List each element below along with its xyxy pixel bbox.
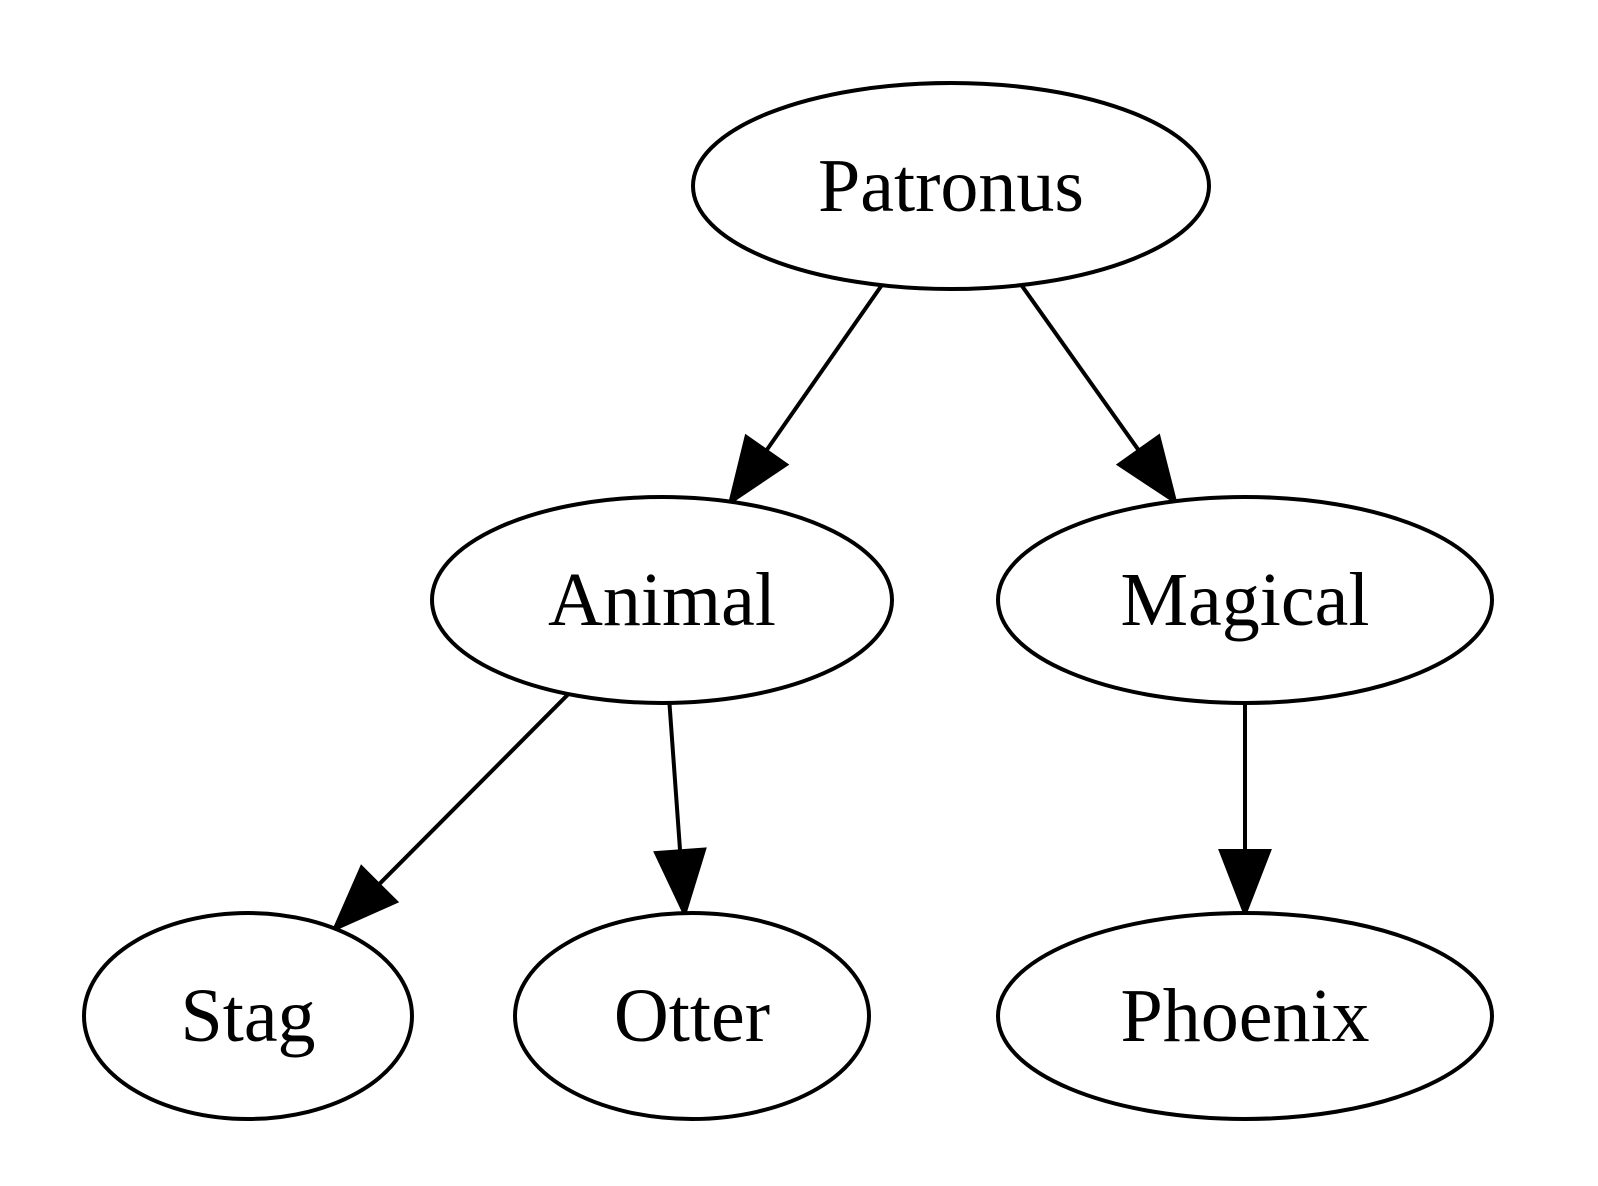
node-label-animal: Animal [548, 558, 776, 642]
node-label-patronus: Patronus [818, 144, 1084, 228]
node-ellipse-animal [430, 495, 894, 705]
node-label-stag: Stag [180, 974, 315, 1058]
edge-line-patronus-magical [1019, 283, 1141, 452]
node-ellipse-stag [82, 911, 414, 1121]
node-label-otter: Otter [614, 974, 770, 1058]
edge-line-animal-otter [667, 702, 683, 852]
node-label-magical: Magical [1120, 558, 1369, 642]
node-patronus: Patronus [691, 81, 1211, 291]
node-ellipse-magical [996, 495, 1494, 705]
edges-layer [331, 283, 1272, 933]
edge-animal-stag [331, 692, 570, 933]
node-phoenix: Phoenix [996, 911, 1494, 1121]
arrowhead-magical-phoenix [1218, 849, 1272, 919]
arrowhead-patronus-animal [727, 433, 790, 507]
edge-line-patronus-animal [764, 284, 884, 452]
node-otter: Otter [513, 911, 871, 1121]
node-animal: Animal [430, 495, 894, 705]
arrowhead-animal-stag [331, 864, 400, 933]
edge-line-animal-stag [377, 692, 570, 887]
arrowhead-patronus-magical [1115, 433, 1179, 506]
edge-patronus-magical [1019, 283, 1179, 506]
node-stag: Stag [82, 911, 414, 1121]
node-ellipse-phoenix [996, 911, 1494, 1121]
node-magical: Magical [996, 495, 1494, 705]
node-label-phoenix: Phoenix [1120, 974, 1369, 1058]
arrowhead-animal-otter [653, 847, 707, 919]
edge-magical-phoenix [1218, 703, 1272, 919]
edge-animal-otter [653, 702, 707, 919]
node-ellipse-patronus [691, 81, 1211, 291]
edge-patronus-animal [727, 284, 884, 507]
node-ellipse-otter [513, 911, 871, 1121]
